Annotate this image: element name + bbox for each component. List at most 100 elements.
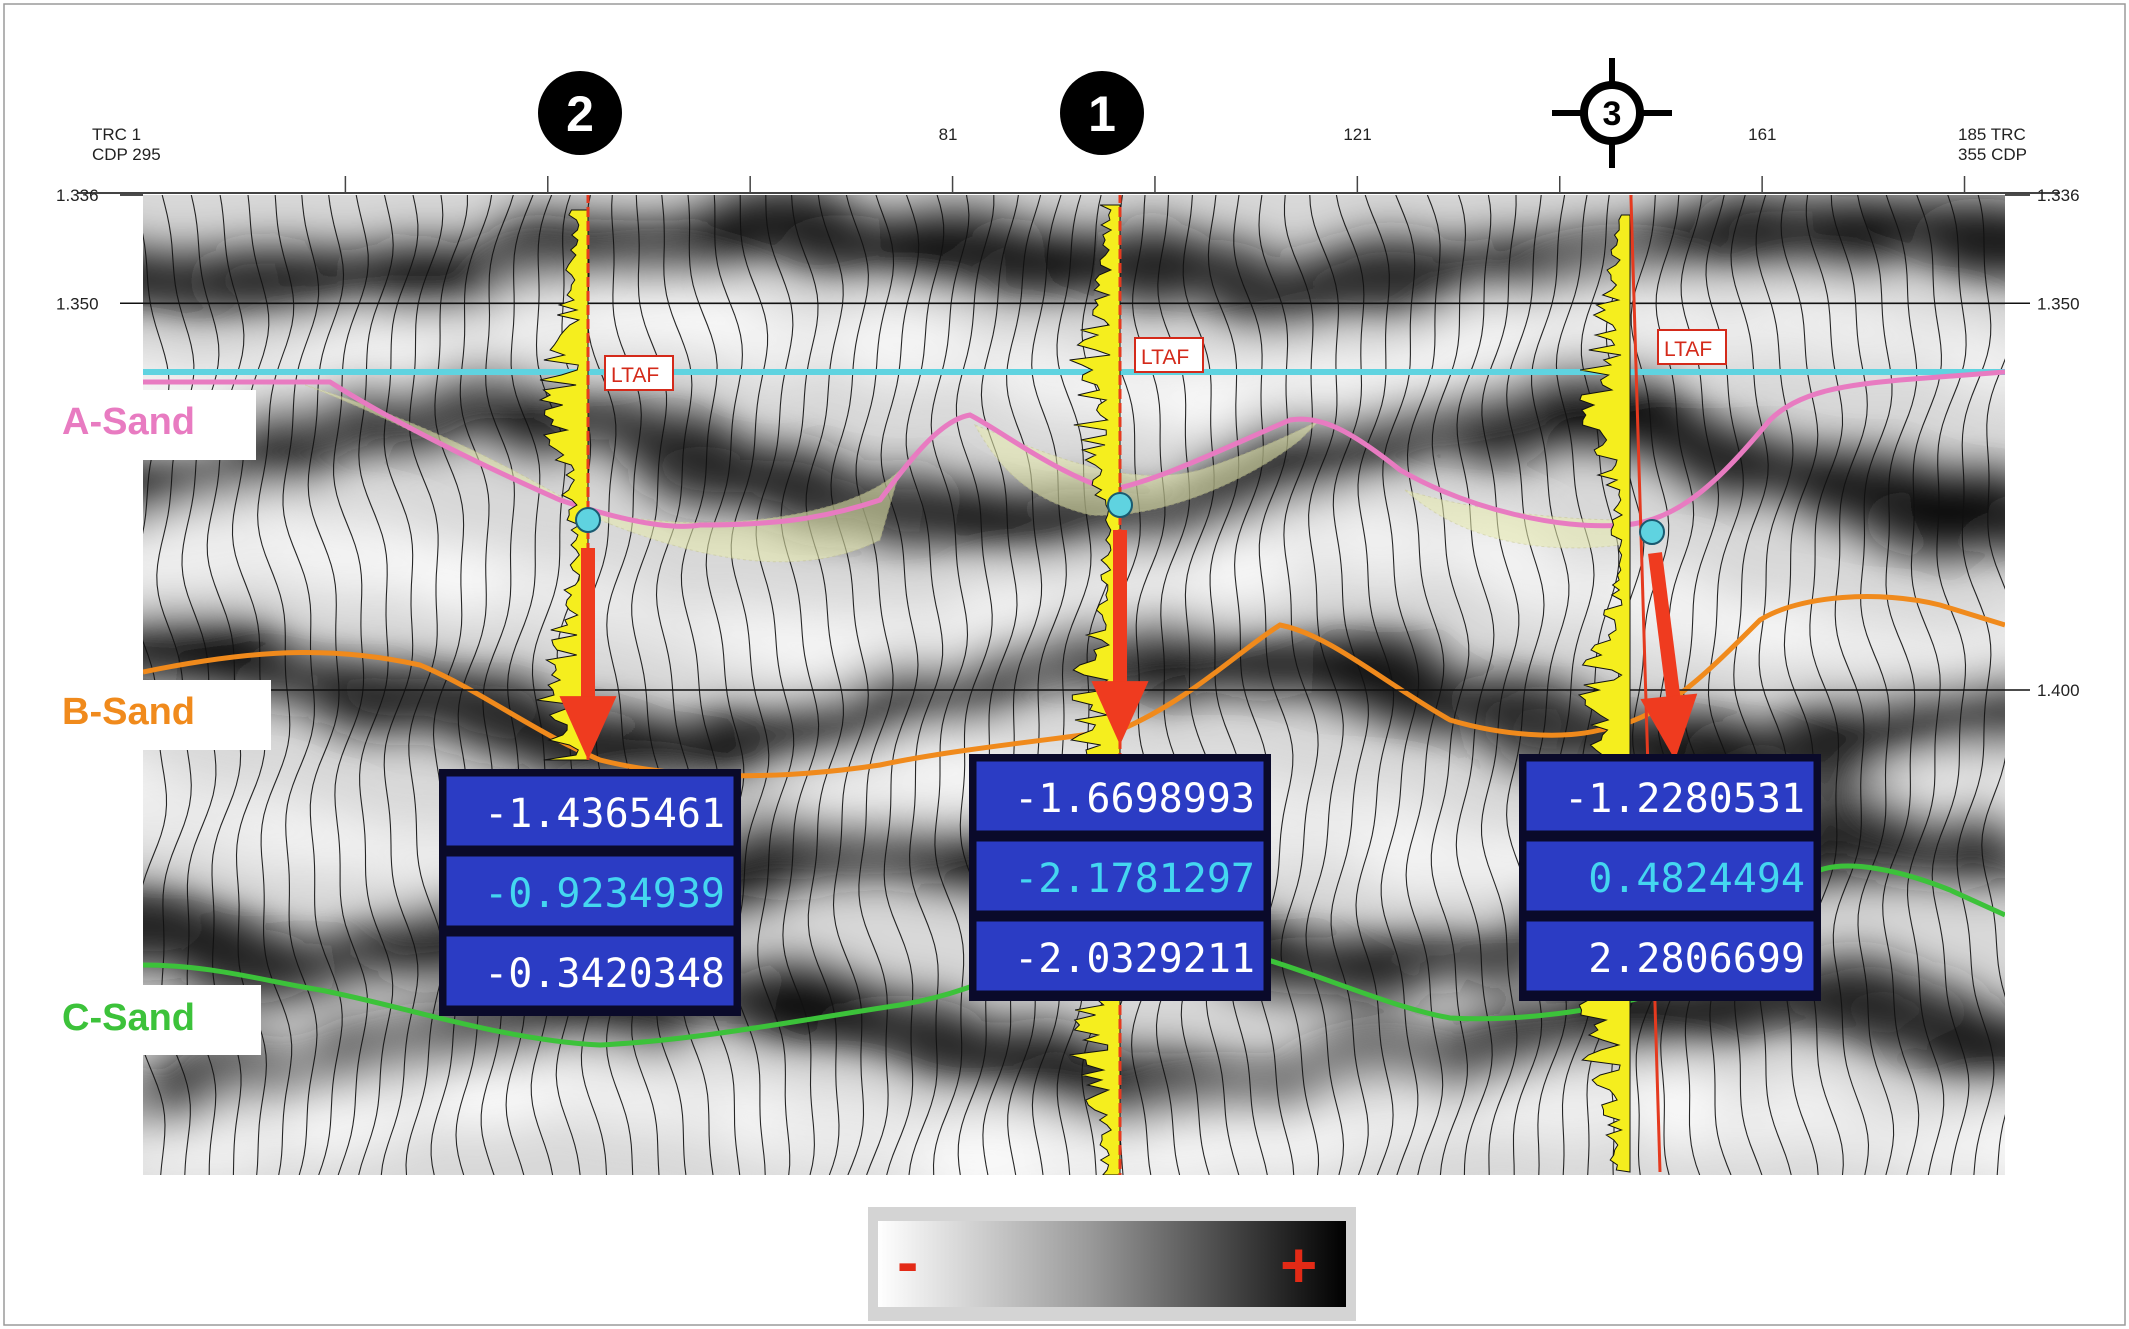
wiggle-trace xyxy=(358,195,394,1175)
ltaf-tag-label: LTAF xyxy=(1141,346,1189,369)
readout-value: -1.6698993 xyxy=(1014,776,1255,822)
wiggle-trace xyxy=(855,195,895,1175)
wiggle-trace xyxy=(980,195,1019,1175)
wiggle-trace xyxy=(880,195,920,1175)
readout-cell xyxy=(443,853,737,929)
ltaf-tag-label: LTAF xyxy=(611,364,659,387)
wiggle-trace xyxy=(1630,195,1670,1175)
wiggle-trace xyxy=(1882,195,1920,1175)
ltaf-tag-box xyxy=(604,355,674,391)
readout-value: -2.0329211 xyxy=(1014,936,1255,982)
wiggle-trace xyxy=(1506,195,1545,1175)
wiggle-trace xyxy=(1730,195,1769,1175)
ltaf-tag-box xyxy=(1134,337,1204,373)
top-axis-tick-label: 161 xyxy=(1748,125,1776,144)
amplitude-blob xyxy=(1975,840,2005,875)
readout-value: 0.4824494 xyxy=(1588,856,1805,902)
colorbar-gradient xyxy=(878,1221,1346,1307)
colorbar-min-label: - xyxy=(897,1226,918,1298)
well-symbol xyxy=(538,71,622,155)
readout-cell xyxy=(443,773,737,849)
amplitude-blob xyxy=(1974,677,2005,721)
wiggle-trace xyxy=(1006,195,1043,1175)
arrow-head xyxy=(559,696,617,760)
b-sand-label-box xyxy=(46,680,271,750)
amplitude-blob xyxy=(1809,1112,1918,1160)
wiggle-trace xyxy=(1230,195,1269,1175)
horizon-marker xyxy=(1639,519,1665,545)
wiggle-trace xyxy=(905,195,945,1175)
wiggle-trace xyxy=(333,195,369,1175)
readout-value: -1.4365461 xyxy=(484,791,725,837)
wiggle-trace xyxy=(1305,195,1345,1175)
wiggle-trace xyxy=(780,195,820,1175)
readout-value: -0.3420348 xyxy=(484,951,725,997)
readout-cell xyxy=(973,918,1267,994)
horizon-marker xyxy=(1107,492,1133,518)
amplitude-blob xyxy=(1932,1106,2005,1175)
time-gridlines xyxy=(143,302,2005,691)
wiggle-trace xyxy=(1056,195,1092,1175)
well-number: 3 xyxy=(1603,95,1622,133)
well-number: 1 xyxy=(1088,86,1116,142)
readout-cell xyxy=(443,933,737,1009)
wiggle-trace xyxy=(1755,195,1794,1175)
time-label-right: 1.400 xyxy=(2037,681,2080,700)
readout-cell xyxy=(973,758,1267,834)
wiggle-trace xyxy=(755,195,795,1175)
top-right-label-2: 355 CDP xyxy=(1958,145,2027,164)
sand-bodies xyxy=(304,384,1626,563)
readout-cell xyxy=(973,838,1267,914)
sand-body xyxy=(304,384,902,563)
c-sand-label: C-Sand xyxy=(62,997,195,1039)
amplitude-blob xyxy=(1984,615,2005,676)
wiggle-trace xyxy=(1931,195,1970,1175)
a-sand-label-box xyxy=(46,390,256,460)
wiggle-trace xyxy=(1205,195,1243,1175)
wiggle-trace xyxy=(1956,195,1995,1175)
horizon-labels: A-Sand B-Sand C-Sand xyxy=(46,390,271,1055)
well-overlay: LTAF-1.4365461-0.9234939-0.34203482LTAF-… xyxy=(439,58,1821,1016)
wiggle-trace xyxy=(1830,195,1870,1175)
a-sand-label: A-Sand xyxy=(62,401,195,443)
wiggle-trace xyxy=(1480,195,1520,1175)
wiggle-trace xyxy=(1380,195,1420,1175)
wiggle-trace xyxy=(1330,195,1369,1175)
wiggle-trace xyxy=(730,195,770,1175)
time-label-right: 1.336 xyxy=(2037,186,2080,205)
time-label-left: 1.336 xyxy=(56,186,99,205)
wiggle-trace xyxy=(1805,195,1844,1175)
wiggle-trace xyxy=(1280,195,1320,1175)
seismic-section xyxy=(143,195,2005,1175)
c-sand-label-box xyxy=(46,985,261,1055)
amplitude-blob xyxy=(1948,210,2005,279)
wiggle-trace xyxy=(405,195,444,1175)
ltaf-tag-box xyxy=(1657,329,1727,365)
top-left-label-1: TRC 1 xyxy=(92,125,141,144)
amplitude-field xyxy=(143,195,2005,1175)
wiggle-trace xyxy=(805,195,844,1175)
horizon-marker xyxy=(575,507,601,533)
wiggle-trace xyxy=(307,195,345,1175)
well-log-curve xyxy=(536,209,589,761)
readout-cell xyxy=(1523,758,1817,834)
colorbar: - + xyxy=(868,1207,1356,1321)
wiggle-trace xyxy=(1780,195,1819,1175)
wiggle-trace xyxy=(1031,195,1067,1175)
well-track-line xyxy=(1629,195,1662,1173)
colorbar-max-label: + xyxy=(1280,1229,1317,1301)
arrow-head xyxy=(1091,681,1149,745)
wiggle-trace xyxy=(1255,195,1295,1175)
b-sand-label: B-Sand xyxy=(62,691,195,733)
readout-value: 2.2806699 xyxy=(1588,936,1805,982)
amplitude-blob xyxy=(1931,747,2005,800)
wiggle-trace xyxy=(282,195,320,1175)
sand-body xyxy=(1404,489,1626,549)
well-number: 2 xyxy=(566,86,594,142)
arrow-head xyxy=(1640,693,1698,760)
